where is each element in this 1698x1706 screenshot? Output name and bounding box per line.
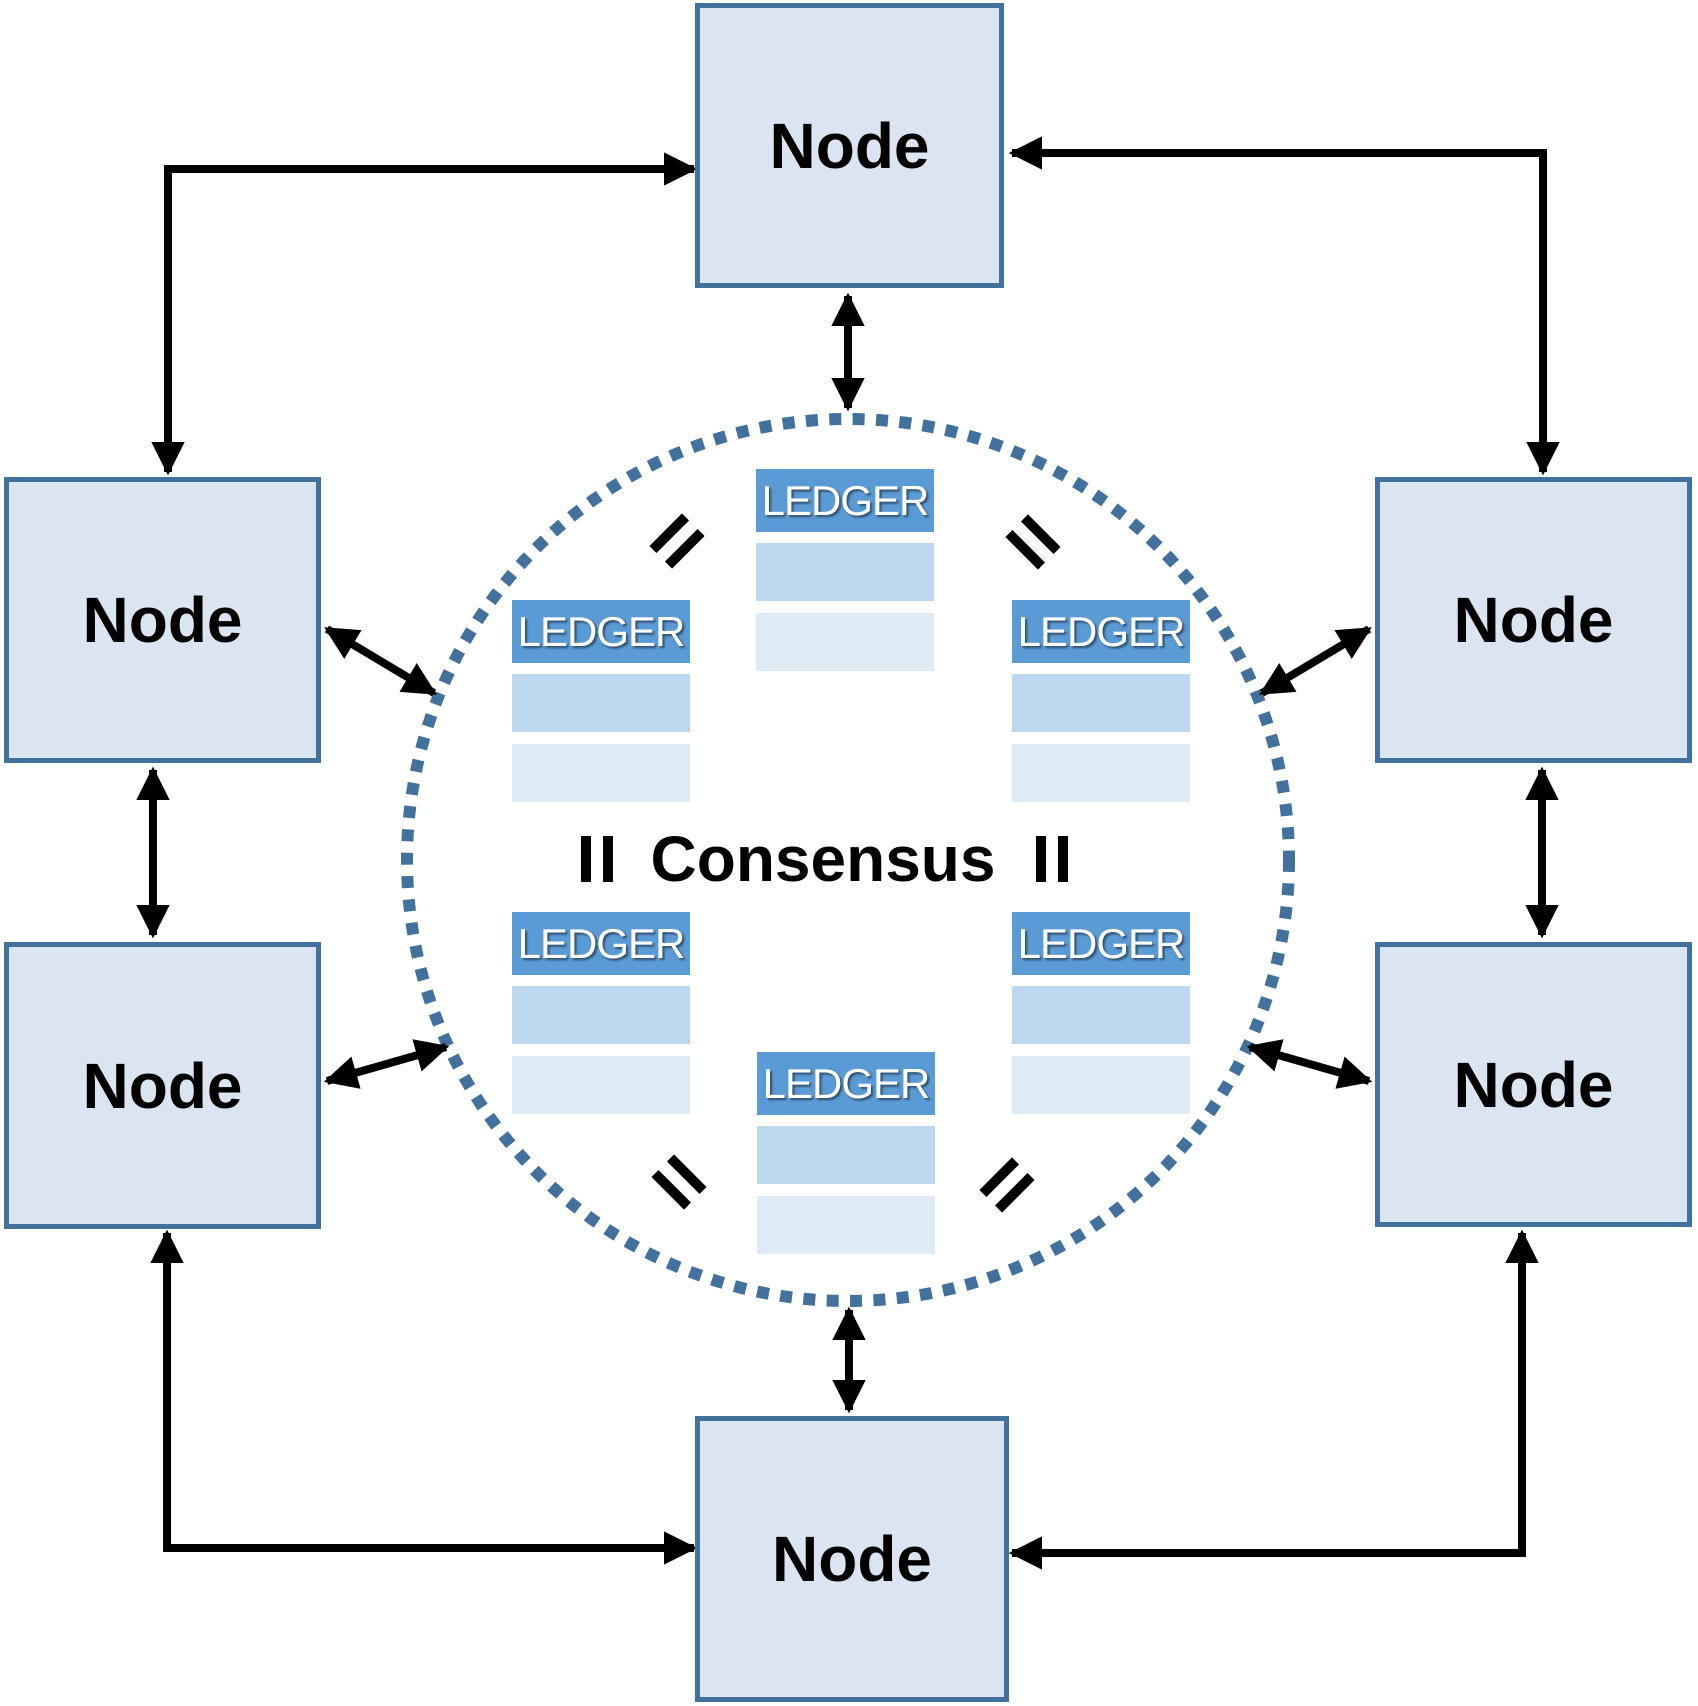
connector-bottom-left (150, 1229, 698, 1565)
node-label: Node (82, 1049, 243, 1122)
connector-top-right (1008, 136, 1560, 476)
ledger-header: LEDGER (1012, 600, 1190, 663)
ledger-table-bottom-right: LEDGER (1012, 912, 1190, 1114)
ledger-row (1012, 1056, 1190, 1114)
ledger-row (1012, 986, 1190, 1044)
ledger-row (1012, 674, 1190, 732)
ledger-row (512, 986, 690, 1044)
ledger-row (756, 543, 934, 601)
node-box-left-lower: Node (4, 942, 321, 1229)
arrow-right-upper-node-circle (1259, 625, 1372, 697)
ledger-row (512, 674, 690, 732)
ledger-row (757, 1196, 935, 1254)
node-box-right-upper: Node (1375, 477, 1692, 763)
ledger-row (756, 613, 934, 671)
node-label: Node (1453, 584, 1614, 656)
ledger-row (757, 1126, 935, 1184)
ledger-table-right: LEDGER (1012, 600, 1190, 802)
consensus-ring (401, 413, 1295, 1307)
node-label: Node (1453, 1048, 1614, 1121)
ledger-row (1012, 744, 1190, 802)
ledger-table-top: LEDGER (756, 469, 934, 671)
ledger-table-bottom: LEDGER (757, 1052, 935, 1254)
ledger-table-bottom-left: LEDGER (512, 912, 690, 1114)
node-label: Node (769, 109, 930, 182)
arrow-left-lower-node-circle (323, 1039, 450, 1089)
arrow-left-upper-node-circle (324, 625, 437, 697)
ledger-table-left: LEDGER (512, 600, 690, 802)
ledger-row (512, 744, 690, 802)
ledger-header: LEDGER (757, 1052, 935, 1115)
node-box-left-upper: Node (4, 477, 321, 763)
ledger-header: LEDGER (1012, 912, 1190, 975)
consensus-label: Consensus (650, 823, 996, 895)
node-box-bottom: Node (695, 1416, 1009, 1702)
ledger-row (512, 1056, 690, 1114)
arrow-right-lower-node-circle (1246, 1039, 1373, 1089)
ledger-header: LEDGER (512, 912, 690, 975)
node-label: Node (82, 584, 243, 656)
node-box-top: Node (695, 3, 1004, 288)
connector-top-left (151, 152, 698, 476)
node-label: Node (772, 1523, 932, 1595)
node-box-right-lower: Node (1375, 942, 1692, 1227)
ledger-header: LEDGER (756, 469, 934, 532)
ledger-header: LEDGER (512, 600, 690, 663)
connector-bottom-right (1008, 1229, 1539, 1570)
